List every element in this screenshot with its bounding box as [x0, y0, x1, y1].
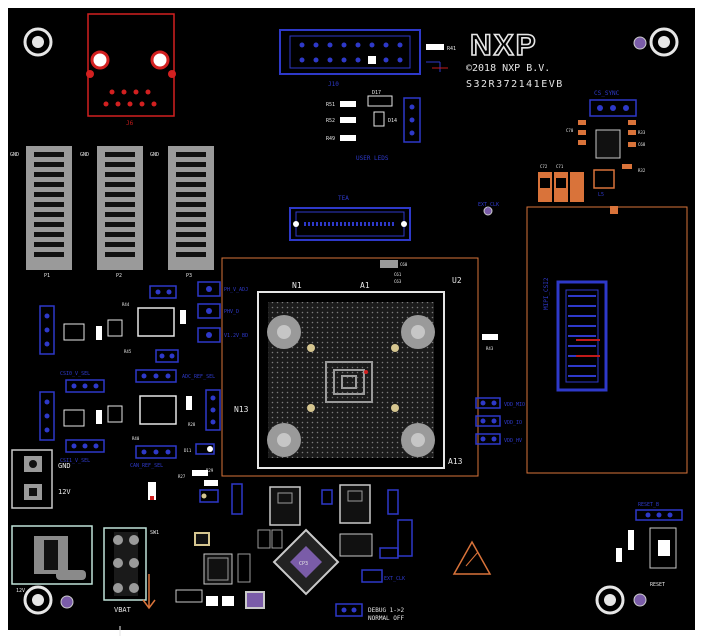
svg-text:VDD_IO: VDD_IO [504, 420, 522, 426]
12v-label: 12V [58, 488, 71, 496]
svg-text:R43: R43 [486, 346, 494, 351]
pin-n1: N1 [292, 281, 302, 290]
nxp-logo: NXP ©2018 NXP B.V. S32R372141EVB [466, 28, 564, 90]
vdd-jumpers: VDD_MIO VDD_IO VDD_HV [475, 397, 525, 445]
fiducial-br [633, 593, 647, 607]
tea-connector: TEA [289, 195, 411, 241]
mounting-hole-br [595, 585, 625, 615]
svg-text:R44: R44 [122, 302, 130, 307]
traces [426, 61, 448, 72]
svg-text:C72: C72 [540, 164, 548, 169]
svg-text:CS_SYNC: CS_SYNC [594, 90, 620, 97]
svg-text:SW1: SW1 [150, 530, 159, 536]
svg-text:R41: R41 [447, 46, 456, 52]
svg-text:R40: R40 [132, 436, 140, 441]
svg-text:P3: P3 [186, 273, 192, 279]
svg-text:R49: R49 [326, 136, 335, 142]
mounting-hole-tl [23, 27, 53, 57]
brand-logo: NXP [470, 29, 538, 62]
pin-a1: A1 [360, 281, 370, 290]
cs-sync-header: CS_SYNC [589, 90, 637, 117]
svg-text:L5: L5 [598, 192, 604, 198]
svg-text:C61: C61 [394, 272, 402, 277]
resistor-r41: R41 [426, 44, 456, 52]
svg-text:R32: R32 [638, 168, 646, 173]
jtag-header: J10 [279, 29, 421, 88]
reset-button[interactable]: RESET_B RESET [616, 502, 683, 588]
svg-text:EXT_CLK: EXT_CLK [384, 576, 405, 582]
regulators-left: R44 R45 R40 R28 [39, 285, 221, 441]
svg-text:GND: GND [10, 152, 19, 158]
power-supply-area: EXT_CLK L5 C70 R33 R32 C68 C72 C71 [478, 120, 646, 216]
svg-text:R29: R29 [206, 468, 214, 473]
svg-text:ADC_REF_SEL: ADC_REF_SEL [182, 374, 215, 380]
sel-jumpers: CSI0_V_SEL CSI1_V_SEL ADC_REF_SEL CAN_RE… [60, 369, 215, 469]
pin-a13: A13 [448, 457, 463, 466]
esd-warning-icon [452, 540, 492, 575]
debug-area: D11 R27 R29 CP3 EXT_CLK DEBUG 1->2 NORMA… [148, 443, 492, 622]
svg-text:PH_V_ADJ: PH_V_ADJ [224, 287, 248, 293]
svg-text:R52: R52 [326, 118, 335, 124]
ethernet-connector: J6 [86, 13, 176, 127]
svg-text:R28: R28 [188, 422, 196, 427]
svg-text:C70: C70 [566, 128, 574, 133]
svg-text:VDD_MIO: VDD_MIO [504, 402, 525, 408]
svg-text:USER LEDS: USER LEDS [356, 155, 389, 162]
vbat-label: VBAT [114, 606, 132, 614]
svg-text:RESET_B: RESET_B [638, 502, 659, 508]
svg-text:CSI0_V_SEL: CSI0_V_SEL [60, 371, 90, 377]
svg-text:D17: D17 [372, 90, 381, 96]
svg-text:EXT_CLK: EXT_CLK [478, 202, 499, 208]
reset-label: RESET [650, 582, 665, 588]
svg-text:R51: R51 [326, 102, 335, 108]
svg-text:VDD_HV: VDD_HV [504, 438, 522, 444]
svg-text:C60: C60 [400, 262, 408, 267]
board-id: S32R372141EVB [466, 79, 564, 90]
mcu-area: N1 A1 U2 N13 A13 C60 C61 C63 R43 [221, 257, 498, 477]
dc-jack: 12V [11, 525, 93, 594]
phy-jumpers: PH_V_ADJ PHV_D V1.2V_BD [197, 281, 248, 343]
vbat-switch[interactable]: VBAT SW1 [103, 527, 159, 636]
svg-text:R45: R45 [124, 349, 132, 354]
adc-headers: GND P1 GND P2 GND P3 [10, 146, 214, 279]
debug-label: DEBUG 1->2 [368, 607, 405, 614]
gnd-label: GND [58, 462, 71, 470]
svg-text:12V: 12V [16, 588, 25, 594]
mounting-hole-tr [649, 27, 679, 57]
svg-text:C71: C71 [556, 164, 564, 169]
svg-text:P1: P1 [44, 273, 50, 279]
eth-label: J6 [126, 120, 134, 127]
svg-text:P2: P2 [116, 273, 122, 279]
svg-text:V1.2V_BD: V1.2V_BD [224, 333, 248, 339]
svg-text:R33: R33 [638, 130, 646, 135]
svg-text:C68: C68 [638, 142, 646, 147]
svg-text:CSI1_V_SEL: CSI1_V_SEL [60, 458, 90, 464]
svg-text:MIPI_CSI2: MIPI_CSI2 [543, 277, 550, 310]
svg-text:R27: R27 [178, 474, 186, 479]
user-leds: USER LEDS D17 R51 R52 R49 D14 [326, 90, 421, 162]
mounting-hole-bl [23, 585, 53, 615]
pin-n13: N13 [234, 405, 249, 414]
svg-text:D14: D14 [388, 118, 397, 124]
power-terminal: GND 12V [11, 449, 71, 509]
svg-text:PHV_D: PHV_D [224, 309, 239, 315]
arrow-down-icon [142, 574, 156, 610]
mounting-holes [23, 27, 679, 615]
pin-u2: U2 [452, 276, 462, 285]
svg-text:CP3: CP3 [299, 561, 308, 567]
normal-label: NORMAL OFF [368, 615, 405, 622]
svg-text:GND: GND [80, 152, 89, 158]
jtag-label: J10 [328, 81, 339, 88]
copyright-text: ©2018 NXP B.V. [466, 63, 550, 74]
svg-text:C63: C63 [394, 279, 402, 284]
mipi-area: MIPI_CSI2 [526, 206, 688, 474]
svg-text:D11: D11 [184, 448, 192, 453]
fiducial-bl [60, 595, 74, 609]
svg-text:TEA: TEA [338, 195, 349, 202]
svg-text:GND: GND [150, 152, 159, 158]
fiducial-tr [633, 36, 647, 50]
svg-text:CAN_REF_SEL: CAN_REF_SEL [130, 463, 163, 469]
